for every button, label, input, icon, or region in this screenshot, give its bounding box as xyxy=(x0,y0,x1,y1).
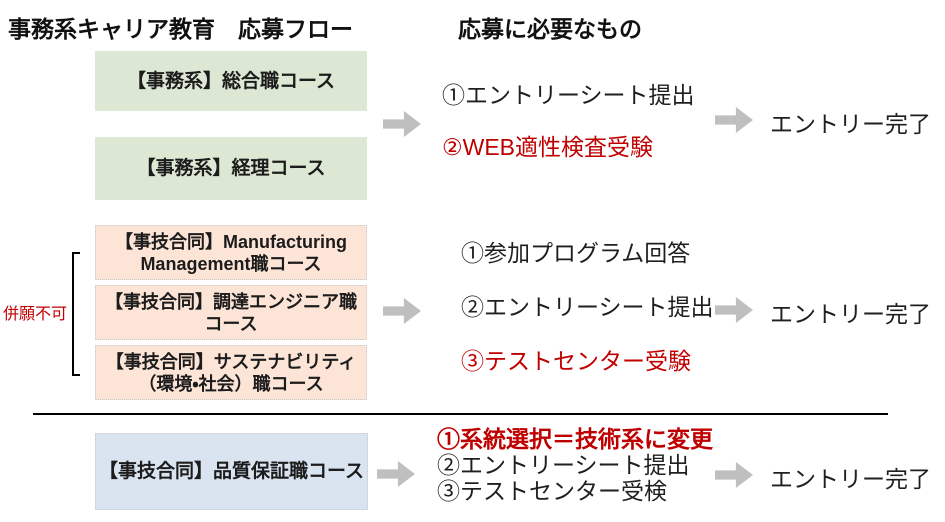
section-divider xyxy=(33,413,888,415)
step-text: ①エントリーシート提出 xyxy=(442,82,695,108)
requirements-header: 応募に必要なもの xyxy=(458,16,642,42)
page-title: 事務系キャリア教育 応募フロー xyxy=(8,16,353,42)
step-text: ①系統選択＝技術系に変更 xyxy=(437,426,713,452)
course-box-sogoshoku: 【事務系】総合職コース xyxy=(95,51,367,111)
course-box-chotatsu-engineer: 【事技合同】調達エンジニア職 コース xyxy=(95,285,367,340)
course-box-keiri: 【事務系】経理コース xyxy=(95,137,367,200)
step-text: ②エントリーシート提出 xyxy=(461,294,714,320)
course-box-manufacturing-management: 【事技合同】Manufacturing Management職コース xyxy=(95,225,367,280)
no-dual-application-label: 併願不可 xyxy=(3,306,68,323)
step-text: ②WEB適性検査受験 xyxy=(442,134,654,160)
step-text: ③テストセンター受験 xyxy=(461,348,691,374)
flow-arrow-icon xyxy=(383,298,421,324)
step-list: ①系統選択＝技術系に変更 ②エントリーシート提出 ③テストセンター受検 xyxy=(437,426,713,504)
step-text: ③テストセンター受検 xyxy=(437,478,667,504)
flow-arrow-icon xyxy=(377,461,415,487)
result-label: エントリー完了 xyxy=(770,111,931,137)
result-label: エントリー完了 xyxy=(770,466,931,492)
result-arrow-icon xyxy=(715,462,753,488)
grouping-bracket xyxy=(72,252,80,376)
result-label: エントリー完了 xyxy=(770,301,931,327)
result-arrow-icon xyxy=(715,107,753,133)
result-arrow-icon xyxy=(715,297,753,323)
step-text: ①参加プログラム回答 xyxy=(461,240,691,266)
step-text: ②エントリーシート提出 xyxy=(437,452,690,478)
flow-arrow-icon xyxy=(383,111,421,137)
course-box-hinshitsu-hosho: 【事技合同】品質保証職コース xyxy=(95,433,368,510)
course-box-sustainability: 【事技合同】サステナビリティ （環境・社会）職コース xyxy=(95,345,367,400)
